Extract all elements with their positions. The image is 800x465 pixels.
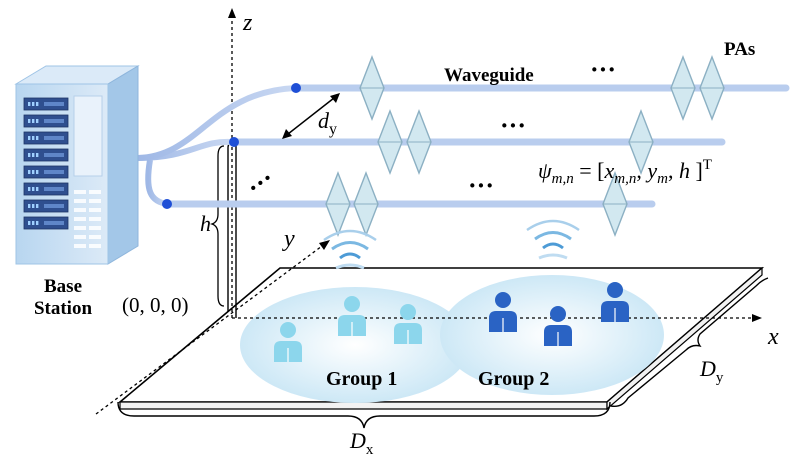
ellipsis-bottom: ··· (468, 171, 494, 200)
signal-icon-group1 (323, 229, 377, 270)
dx-label: Dx (349, 428, 374, 458)
feed-point-top (291, 83, 301, 93)
pas-label: PAs (724, 39, 755, 60)
base-station-server (14, 65, 140, 265)
dy-label: dy (318, 108, 337, 138)
group-1-label: Group 1 (326, 368, 397, 390)
user-icon-group1 (394, 304, 422, 344)
pinching-antennas (325, 55, 725, 237)
ellipsis-middle: ··· (500, 111, 526, 140)
ellipsis-top: ··· (590, 55, 616, 84)
Dy-label: Dy (699, 356, 724, 386)
waveguide-label: Waveguide (444, 65, 534, 86)
base-station-label-line1: Base (44, 276, 82, 297)
origin-label: (0, 0, 0) (122, 293, 189, 317)
dy-arrow (282, 93, 340, 139)
y-axis-label: y (282, 226, 295, 252)
user-icon-group2 (489, 292, 517, 332)
z-axis (228, 8, 236, 318)
base-station-label-line2: Station (34, 298, 93, 319)
feed-point-middle (229, 137, 239, 147)
users (274, 282, 629, 362)
user-icon-group1 (274, 322, 302, 362)
z-axis-label: z (242, 10, 253, 36)
user-icon-group2 (601, 282, 629, 322)
group-2-label: Group 2 (478, 368, 549, 390)
dx-brace (117, 401, 611, 429)
y-axis (95, 240, 330, 415)
h-brace (209, 145, 225, 307)
signal-icon-group2 (526, 219, 580, 260)
x-axis-label: x (767, 324, 779, 350)
psi-equation: ψm,n = [xm,n, ym, h ]T (538, 157, 712, 187)
feed-point-bottom (162, 199, 172, 209)
h-label: h (200, 211, 211, 236)
user-icon-group2 (544, 306, 572, 346)
ellipsis-diagonal: ··· (241, 164, 279, 203)
dy-brace (610, 277, 769, 408)
user-icon-group1 (338, 296, 366, 336)
